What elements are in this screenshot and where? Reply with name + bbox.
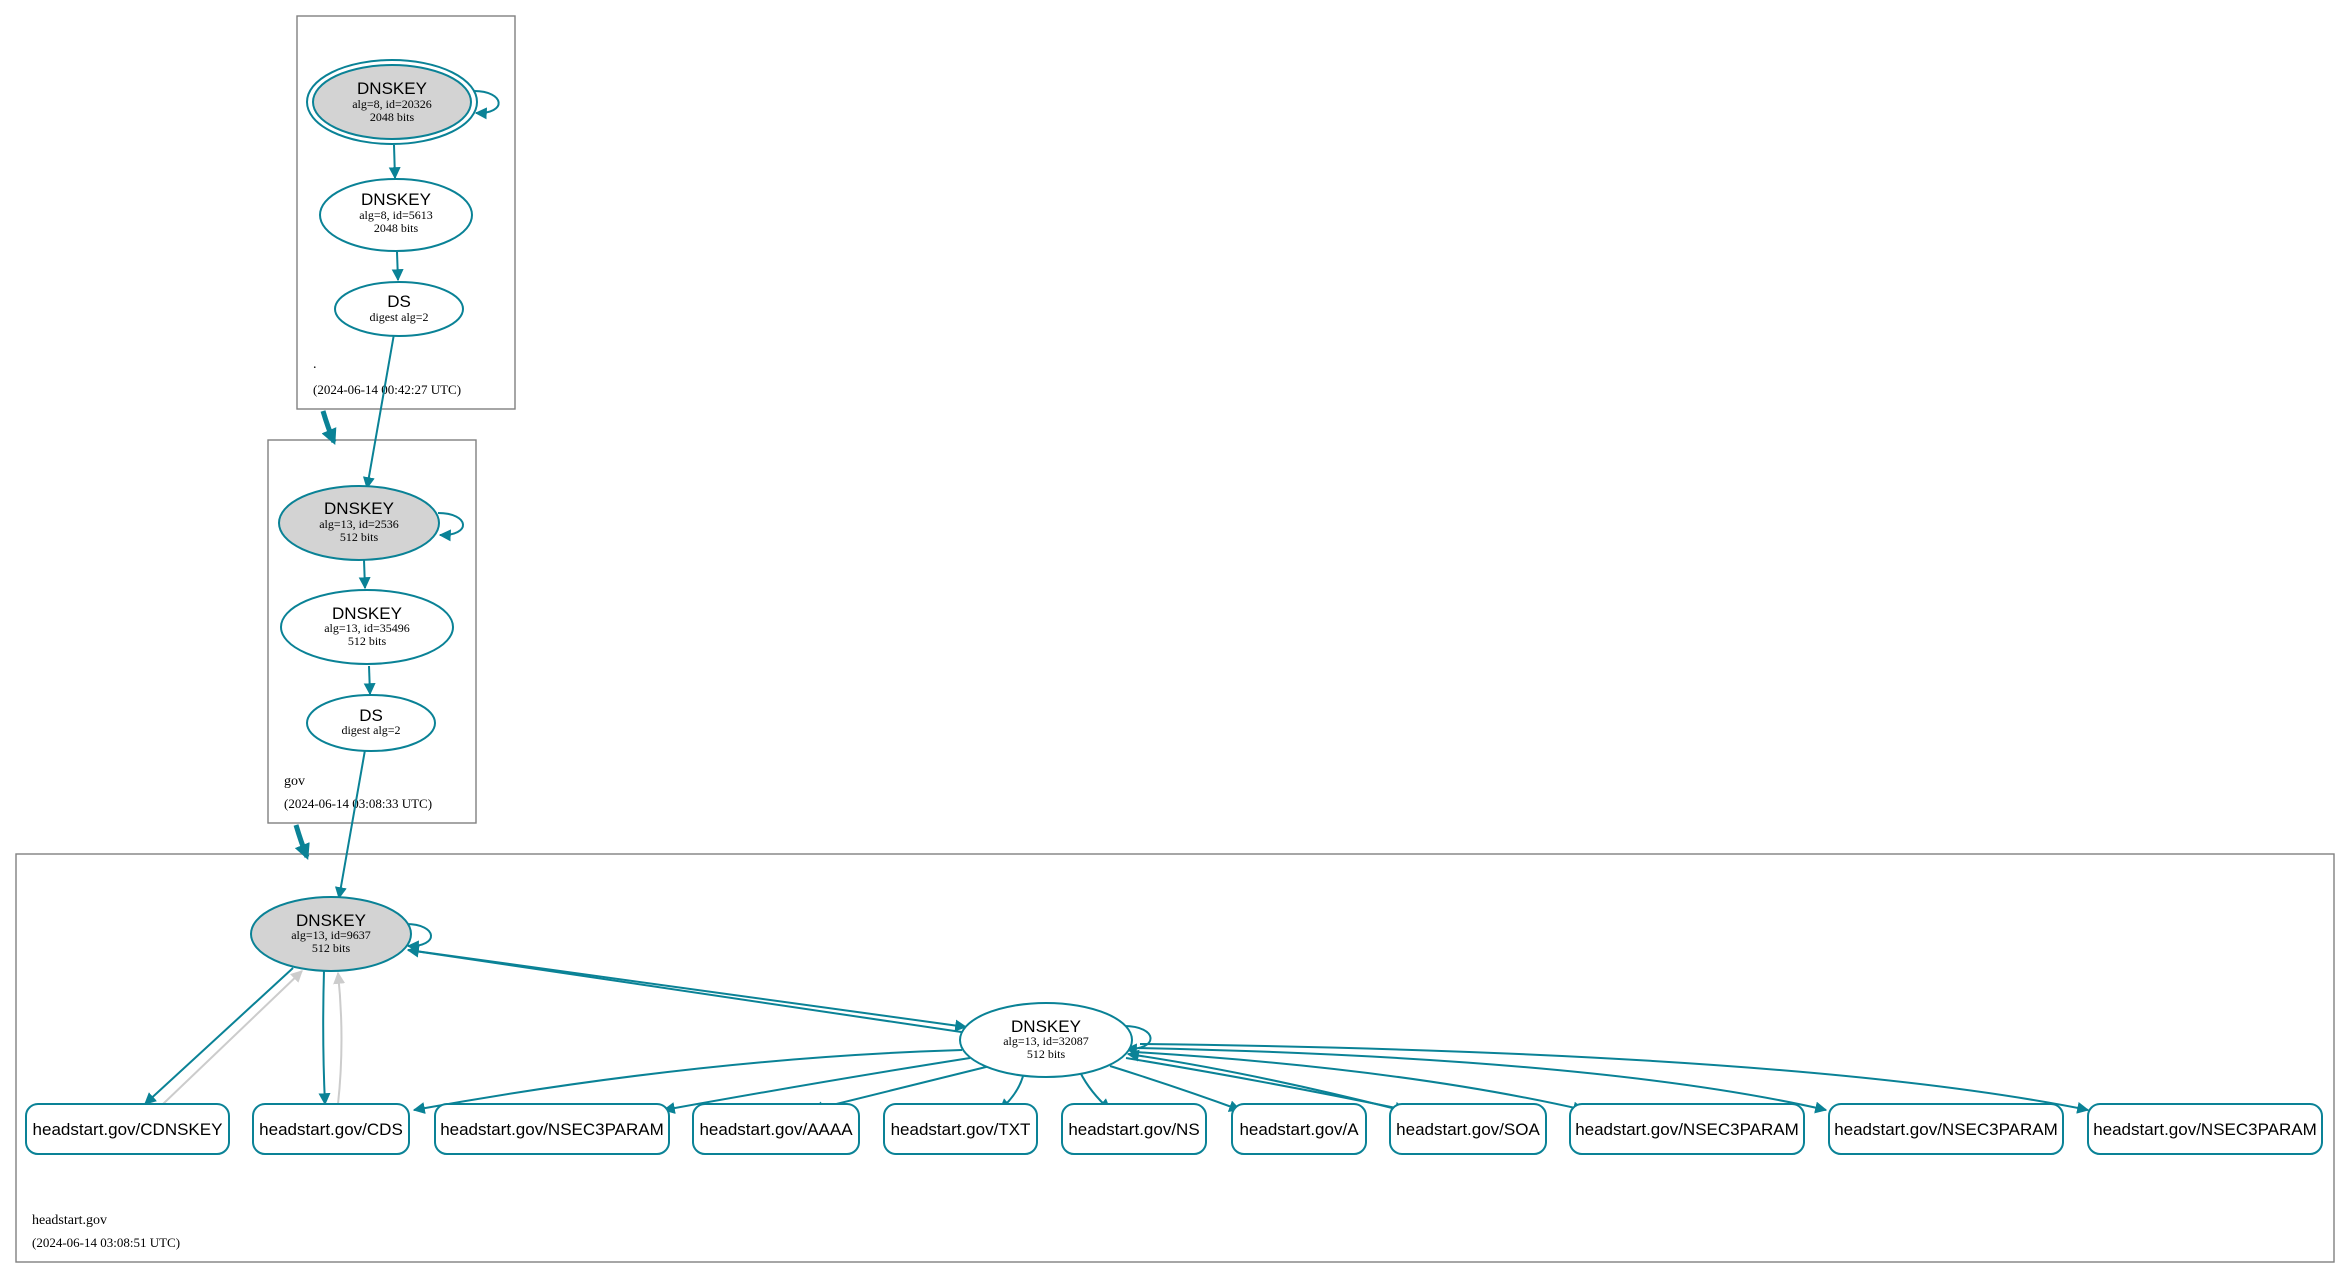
zone-headstart-name: headstart.gov: [32, 1213, 107, 1228]
node-root-ksk-type: DNSKEY: [357, 79, 427, 98]
zone-root-box: [296, 15, 516, 410]
record-label: headstart.gov/NSEC3PARAM: [1575, 1120, 1799, 1139]
record-label: headstart.gov/AAAA: [699, 1120, 853, 1139]
record-label: headstart.gov/NS: [1068, 1120, 1199, 1139]
record-node[interactable]: headstart.gov/NS: [1061, 1103, 1207, 1155]
record-label: headstart.gov/SOA: [1396, 1120, 1540, 1139]
node-root-ksk-detail: alg=8, id=20326: [352, 97, 432, 111]
node-root-ksk-size: 2048 bits: [370, 110, 415, 124]
edge-root-ds-gov-ksk: [362, 333, 395, 490]
record-label: headstart.gov/NSEC3PARAM: [2093, 1120, 2317, 1139]
node-root-zsk-detail: alg=8, id=5613: [359, 208, 433, 222]
zone-gov-timestamp: (2024-06-14 03:08:33 UTC): [284, 796, 432, 811]
edge-root-zsk-ds: [391, 251, 404, 282]
edge-gov-ds-hs-ksk: [334, 749, 366, 900]
edge-gov-ksk-zsk: [358, 559, 371, 590]
record-node[interactable]: headstart.gov/NSEC3PARAM: [2087, 1103, 2323, 1155]
node-gov-ksk-size: 512 bits: [340, 530, 379, 544]
zone-headstart-timestamp: (2024-06-14 03:08:51 UTC): [32, 1235, 180, 1250]
edge-hs-zsk-self: [1123, 1025, 1152, 1056]
node-gov-zsk[interactable]: DNSKEY alg=13, id=35496 512 bits: [280, 589, 454, 665]
edge-hs-zsk-nsec3param-1: [412, 1049, 963, 1114]
node-gov-ds-type: DS: [359, 706, 383, 725]
record-label: headstart.gov/A: [1239, 1120, 1359, 1139]
node-hs-ksk-detail: alg=13, id=9637: [291, 928, 371, 942]
node-root-zsk[interactable]: DNSKEY alg=8, id=5613 2048 bits: [319, 178, 473, 252]
node-gov-ksk[interactable]: DNSKEY alg=13, id=2536 512 bits: [278, 485, 440, 561]
node-gov-ksk-type: DNSKEY: [324, 499, 394, 518]
node-root-zsk-type: DNSKEY: [361, 190, 431, 209]
delegation-arrow-root-gov: [320, 410, 337, 445]
record-label: headstart.gov/NSEC3PARAM: [1834, 1120, 2058, 1139]
edge-hs-ksk-cdnskey: [144, 967, 294, 1105]
edge-hs-zsk-nsec3param-4: [1137, 1047, 1828, 1114]
record-node[interactable]: headstart.gov/A: [1231, 1103, 1367, 1155]
zone-gov-name: gov: [284, 774, 305, 789]
record-node[interactable]: headstart.gov/NSEC3PARAM: [1828, 1103, 2064, 1155]
zone-root-name: .: [313, 357, 317, 372]
record-node[interactable]: headstart.gov/NSEC3PARAM: [1569, 1103, 1805, 1155]
edge-root-ksk-zsk: [388, 144, 401, 180]
edge-gov-ksk-self: [437, 512, 464, 542]
edge-hs-zsk-soa: [1109, 1065, 1242, 1112]
node-hs-zsk-size: 512 bits: [1027, 1047, 1066, 1061]
node-gov-ksk-detail: alg=13, id=2536: [319, 517, 399, 531]
edge-root-ksk-self: [473, 90, 500, 120]
ghost-edges: [162, 970, 346, 1105]
record-label: headstart.gov/CDS: [259, 1120, 403, 1139]
node-hs-ksk-type: DNSKEY: [296, 911, 366, 930]
ghost-edge-cdnskey-ksk: [162, 970, 303, 1105]
zone-gov-box: [267, 439, 477, 824]
zone-headstart-box: [15, 853, 2335, 1263]
record-node[interactable]: headstart.gov/AAAA: [692, 1103, 860, 1155]
edge-hs-soa-zsk: [1126, 1049, 1401, 1111]
edge-hs-ksk-cds: [318, 969, 331, 1106]
edge-gov-zsk-ds: [363, 665, 376, 696]
node-root-ds[interactable]: DS digest alg=2: [334, 281, 464, 337]
edge-hs-zsk-nsec3param-5: [1139, 1043, 2090, 1114]
node-gov-ds[interactable]: DS digest alg=2: [306, 694, 436, 752]
record-node[interactable]: headstart.gov/CDS: [252, 1103, 410, 1155]
record-nodes: headstart.gov/CDNSKEY headstart.gov/CDS …: [25, 1103, 2323, 1155]
node-root-zsk-size: 2048 bits: [374, 221, 419, 235]
record-label: headstart.gov/NSEC3PARAM: [440, 1120, 664, 1139]
node-hs-ksk[interactable]: DNSKEY alg=13, id=9637 512 bits: [250, 896, 412, 972]
edge-hs-zsk-nsec3param-3: [1133, 1051, 1586, 1114]
ghost-edge-cds-ksk: [333, 971, 346, 1105]
node-hs-zsk[interactable]: DNSKEY alg=13, id=32087 512 bits: [959, 1002, 1133, 1078]
record-node[interactable]: headstart.gov/CDNSKEY: [25, 1103, 230, 1155]
delegation-arrow-gov-headstart: [293, 824, 310, 860]
record-node[interactable]: headstart.gov/NSEC3PARAM: [434, 1103, 670, 1155]
node-root-ksk[interactable]: DNSKEY alg=8, id=20326 2048 bits: [306, 59, 478, 145]
record-node[interactable]: headstart.gov/TXT: [883, 1103, 1038, 1155]
edge-hs-zsk-aaaa: [662, 1057, 971, 1114]
node-gov-zsk-type: DNSKEY: [332, 604, 402, 623]
node-gov-zsk-size: 512 bits: [348, 634, 387, 648]
record-label: headstart.gov/CDNSKEY: [33, 1120, 223, 1139]
node-root-ds-detail: digest alg=2: [369, 310, 428, 324]
node-root-ds-type: DS: [387, 292, 411, 311]
node-hs-zsk-type: DNSKEY: [1011, 1017, 1081, 1036]
record-node[interactable]: headstart.gov/SOA: [1389, 1103, 1547, 1155]
node-gov-zsk-detail: alg=13, id=35496: [324, 621, 410, 635]
node-hs-zsk-detail: alg=13, id=32087: [1003, 1034, 1089, 1048]
zone-root-timestamp: (2024-06-14 00:42:27 UTC): [313, 382, 461, 397]
node-hs-ksk-size: 512 bits: [312, 941, 351, 955]
zone-root: . (2024-06-14 00:42:27 UTC): [296, 15, 516, 410]
edge-hs-ksk-self: [405, 923, 432, 953]
zone-gov: gov (2024-06-14 03:08:33 UTC): [267, 439, 477, 824]
zone-headstart: headstart.gov (2024-06-14 03:08:51 UTC): [15, 853, 2335, 1263]
edge-hs-zsk-ksk: [406, 945, 969, 1034]
record-label: headstart.gov/TXT: [891, 1120, 1031, 1139]
edges: [144, 90, 2090, 1114]
node-gov-ds-detail: digest alg=2: [341, 723, 400, 737]
